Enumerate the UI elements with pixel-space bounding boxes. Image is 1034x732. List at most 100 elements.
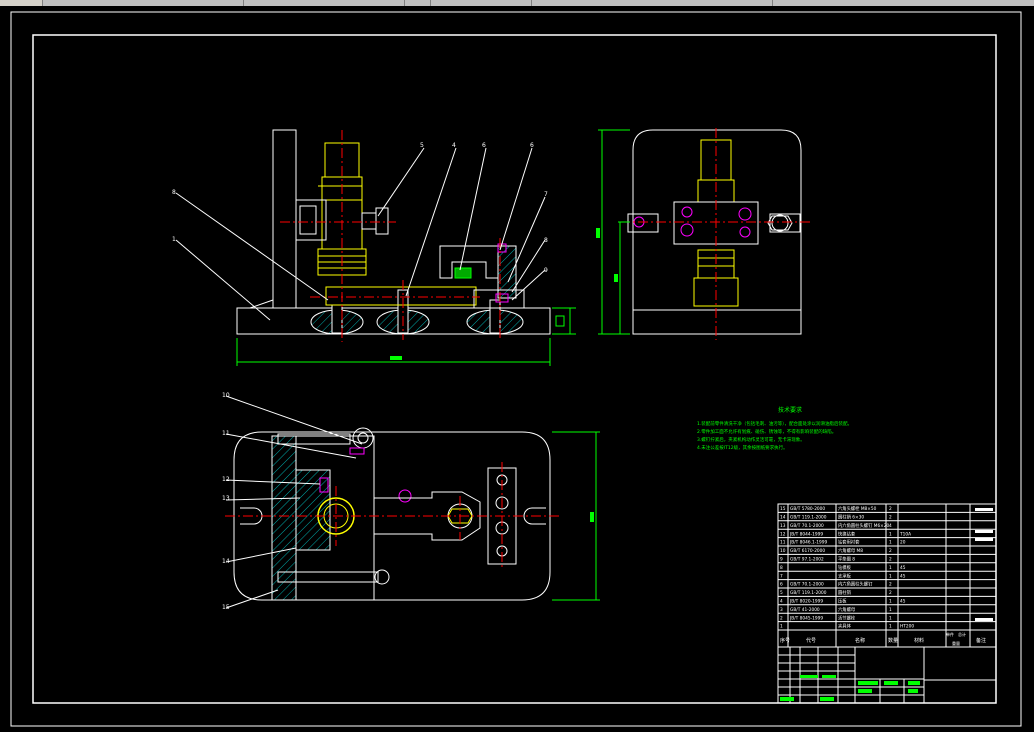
balloon-8: 8	[172, 189, 176, 196]
balloon-1: 1	[172, 236, 176, 243]
bom-cell-qty: 1	[889, 599, 892, 605]
bom-cell-material: T10A	[899, 531, 911, 537]
sheet-inner-frame	[32, 34, 997, 704]
svg-text:代号: 代号	[806, 637, 816, 644]
svg-text:序号: 序号	[780, 637, 790, 644]
base-plate	[236, 307, 551, 335]
svg-text:备注: 备注	[976, 637, 986, 644]
cad-drawing-canvas[interactable]: 8 1 5 4 6 6 7 8 9	[0, 6, 1034, 732]
svg-text:名称: 名称	[855, 637, 865, 644]
balloon-14: 14	[222, 558, 230, 565]
bom-cell-no: 2	[780, 615, 783, 621]
window-tab-strip	[0, 0, 1034, 6]
plan-view: 10 11 12 13 14 15	[222, 392, 600, 611]
bom-cell-code: JB/T 8046.1-1999	[789, 540, 827, 546]
vertical-support	[272, 129, 297, 308]
bom-cell-name: 内六角圆柱头螺钉 M6×20	[838, 522, 890, 529]
nut	[375, 207, 389, 235]
bom-cell-name: 钻套用衬套	[838, 539, 860, 546]
bom-cell-code: GB/T 97.1-2002	[790, 557, 824, 563]
bom-cell-qty: 1	[889, 615, 892, 621]
bom-cell-material: HT200	[900, 624, 914, 630]
tech-note-line: 2.零件加工面不允许有划痕、碰伤、锈蚀等，不得有影响装配的缺陷。	[697, 428, 836, 435]
tab-strip-segment	[405, 0, 431, 6]
tech-note-line: 3.螺钉拧紧后，夹紧机构动作灵活可靠，无卡滞现象。	[697, 436, 805, 443]
bom-cell-code: GB/T 5780-2000	[790, 506, 825, 512]
bom-cell-qty: 2	[889, 590, 892, 596]
bom-cell-name: 夹具体	[838, 623, 852, 630]
balloon-4: 4	[452, 142, 456, 149]
bom-cell-code: GB/T 41-2000	[790, 607, 820, 613]
bom-cell-no: 14	[780, 515, 786, 521]
balloon-10: 10	[222, 392, 230, 399]
bom-cell-no: 3	[780, 607, 783, 613]
bom-cell-qty: 1	[889, 531, 892, 537]
bom-cell-code: JB/T 8044-1999	[789, 531, 823, 537]
bom-cell-code: GB/T 70.1-2000	[790, 582, 824, 588]
technical-requirements: 技术要求 1.装配前零件清洗干净（包括毛刺、油污等），配合面处涂以润滑油脂后装配…	[697, 406, 852, 451]
bom-cell-name: 圆柱销 6×30	[838, 514, 864, 521]
svg-text:材料: 材料	[914, 637, 924, 644]
bom-cell-name: 钻模板	[838, 564, 852, 571]
bom-cell-qty: 2	[889, 506, 892, 512]
bom-cell-no: 1	[780, 624, 783, 630]
bom-cell-code: GB/T 119.1-2000	[790, 515, 827, 521]
tab-strip-segment	[532, 0, 773, 6]
tab-strip-segment	[431, 0, 532, 6]
bom-cell-material: 45	[900, 599, 906, 605]
bom-cell-no: 12	[780, 531, 786, 537]
plan-body	[233, 431, 551, 601]
model-tab[interactable]	[0, 0, 43, 6]
balloon-13: 13	[222, 495, 230, 502]
title-block	[778, 647, 924, 703]
bom-cell-no: 5	[780, 590, 783, 596]
side-body	[632, 129, 802, 335]
svg-text:数量: 数量	[888, 637, 898, 644]
bom-cell-name: 支承板	[838, 572, 852, 579]
bom-cell-qty: 1	[889, 607, 892, 613]
balloon-8b: 8	[544, 237, 548, 244]
bom-cell-name: 内六角圆柱头螺钉	[838, 581, 873, 588]
balloon-12: 12	[222, 476, 230, 483]
bom-cell-code: JB/T 8020-1999	[789, 599, 823, 605]
bom-cell-name: 圆柱销	[838, 589, 852, 596]
bom-cell-code: GB/T 6170-2000	[790, 548, 825, 554]
tab-strip-segment	[244, 0, 405, 6]
bom-cell-material: 20	[900, 540, 906, 546]
balloon-15: 15	[222, 604, 230, 611]
balloon-6b: 6	[530, 142, 534, 149]
bom-cell-name: 六角头螺栓 M8×50	[838, 505, 877, 512]
tech-note-line: 1.装配前零件清洗干净（包括毛刺、油污等），配合面处涂以润滑油脂后装配。	[697, 420, 852, 427]
side-view	[596, 128, 812, 340]
bom-cell-qty: 1	[889, 540, 892, 546]
front-view: 8 1 5 4 6 6 7 8 9	[172, 129, 576, 366]
balloon-7: 7	[544, 191, 548, 198]
bom-cell-code: JB/T 8045-1999	[789, 615, 823, 621]
bom-cell-no: 8	[780, 565, 783, 571]
bom-cell-no: 6	[780, 582, 783, 588]
svg-text:单件: 单件	[946, 631, 954, 637]
bom-cell-qty: 1	[889, 565, 892, 571]
bom-cell-qty: 2	[889, 515, 892, 521]
bom-cell-qty: 2	[889, 582, 892, 588]
svg-text:重量: 重量	[952, 640, 960, 646]
balloon-6a: 6	[482, 142, 486, 149]
bom-cell-no: 7	[780, 573, 783, 579]
bom-cell-qty: 1	[889, 624, 892, 630]
bom-cell-code: GB/T 119.1-2000	[790, 590, 827, 596]
clamp-rod	[325, 286, 477, 306]
bom-header-row: 序号 代号 名称 数量 材料 单件 总计 重量 备注	[780, 631, 986, 646]
bom-cell-no: 4	[780, 599, 783, 605]
bom-cell-name: 压板	[838, 598, 847, 605]
bom-cell-no: 9	[780, 557, 783, 563]
bom-cell-material: 45	[900, 565, 906, 571]
bom-cell-qty: 1	[889, 573, 892, 579]
balloon-9: 9	[544, 267, 548, 274]
bom-cell-material: 45	[900, 573, 906, 579]
balloon-11: 11	[222, 430, 230, 437]
bom-cell-code: GB/T 70.1-2000	[790, 523, 824, 529]
bom-cell-qty: 2	[889, 557, 892, 563]
bom-cell-name: 六角螺母	[838, 606, 856, 613]
bom-cell-no: 15	[780, 506, 786, 512]
